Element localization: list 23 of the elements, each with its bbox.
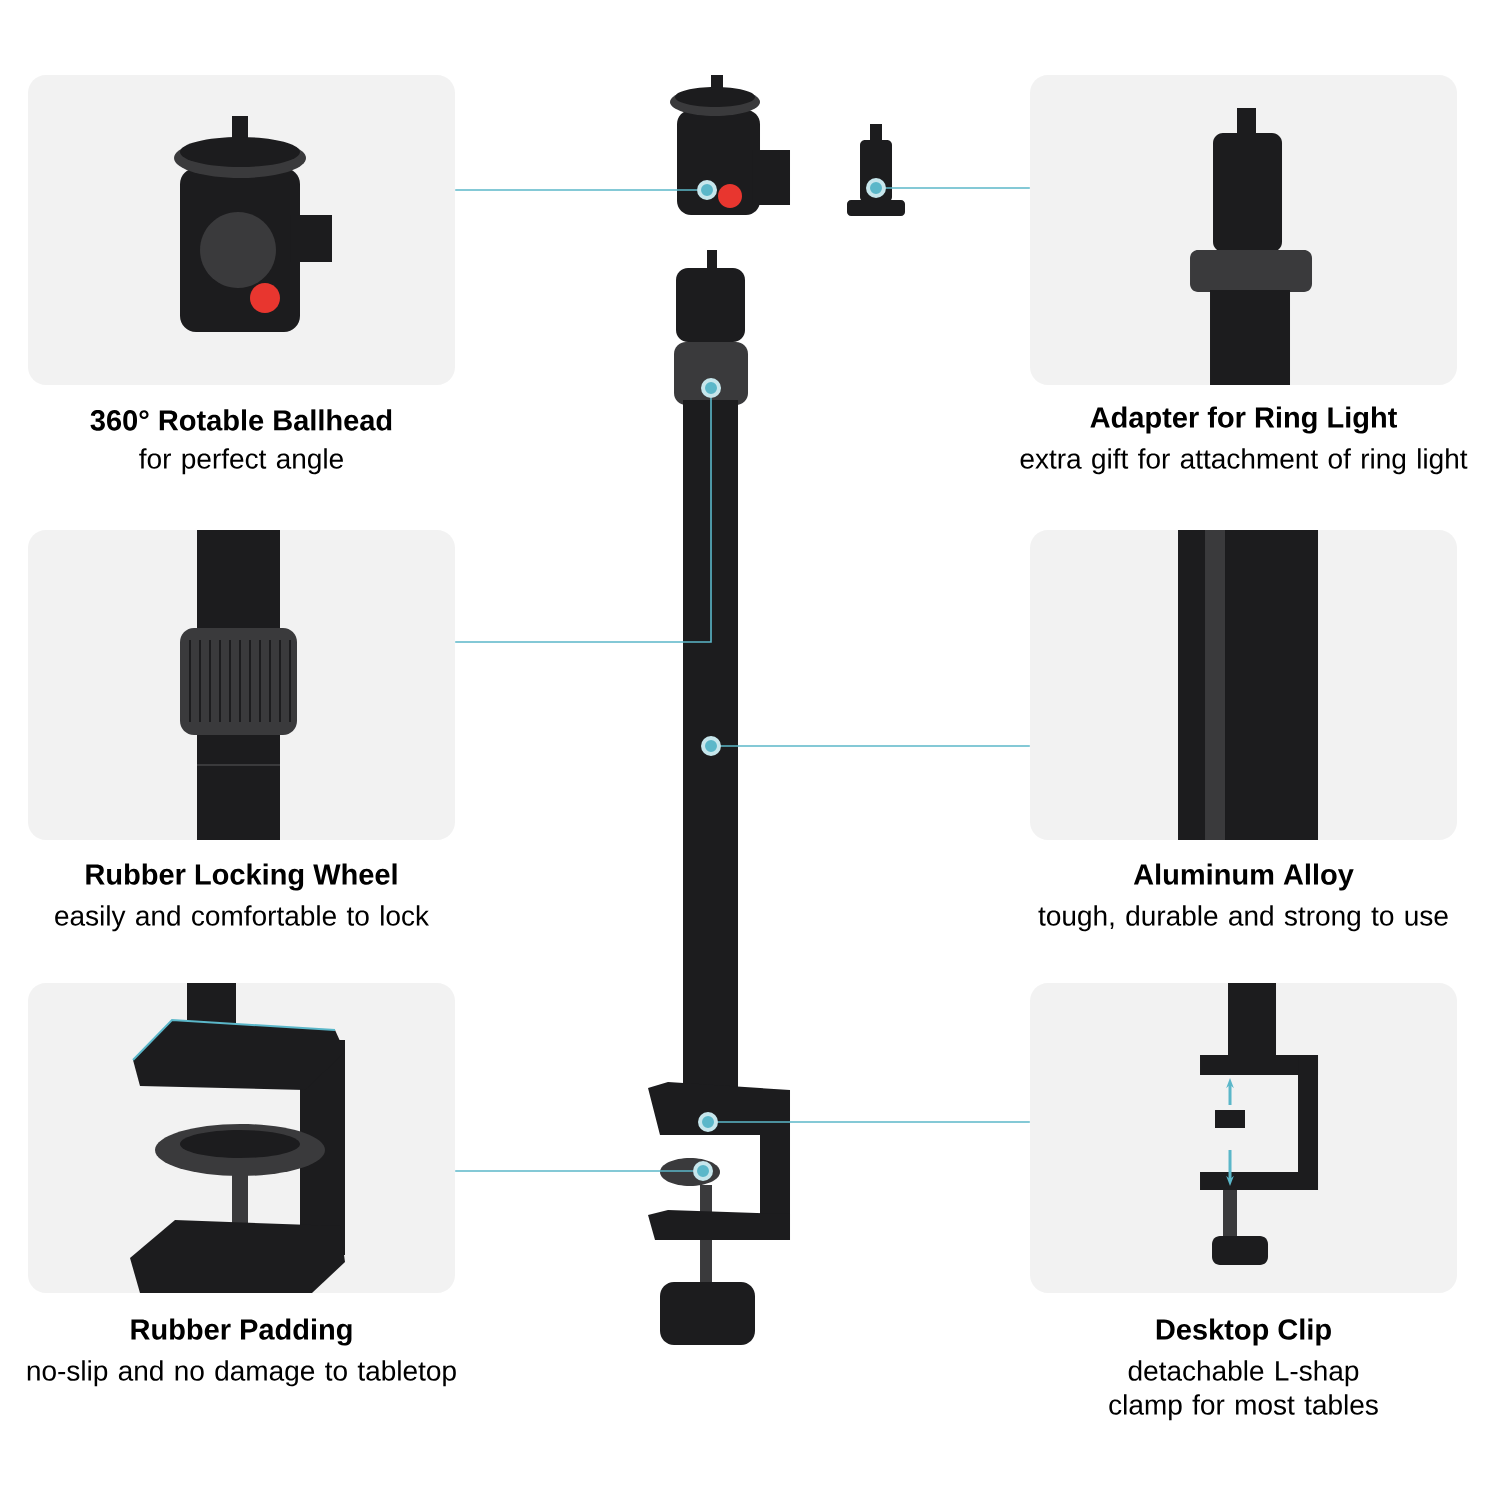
- leader-line: [885, 187, 1031, 189]
- feature-description: no-slip and no damage to tabletop: [27, 1360, 456, 1387]
- leader-line: [454, 189, 698, 191]
- leader-line: [454, 397, 712, 643]
- feature-description: easily and comfortable to lock: [55, 905, 429, 932]
- marker-dot: [693, 1161, 713, 1181]
- feature-title: Desktop Clip: [1156, 1318, 1331, 1346]
- feature-description: tough, durable and strong to use: [1038, 905, 1448, 932]
- marker-dot: [697, 180, 717, 200]
- feature-description: extra gift for attachment of ring light: [1020, 448, 1468, 475]
- leader-line: [717, 1121, 1031, 1123]
- leader-line: [720, 745, 1031, 747]
- feature-description: for perfect angle: [139, 448, 343, 475]
- feature-title: Rubber Locking Wheel: [86, 863, 397, 891]
- feature-description: detachable L-shap clamp for most tables: [1109, 1360, 1378, 1421]
- feature-title: Aluminum Alloy: [1133, 863, 1354, 891]
- feature-title: Adapter for Ring Light: [1090, 406, 1397, 434]
- marker-dot: [698, 1112, 718, 1132]
- marker-dot: [701, 378, 721, 398]
- marker-dot: [866, 178, 886, 198]
- feature-title: 360° Rotable Ballhead: [90, 409, 392, 431]
- marker-dot: [701, 736, 721, 756]
- feature-title: Rubber Padding: [131, 1318, 352, 1346]
